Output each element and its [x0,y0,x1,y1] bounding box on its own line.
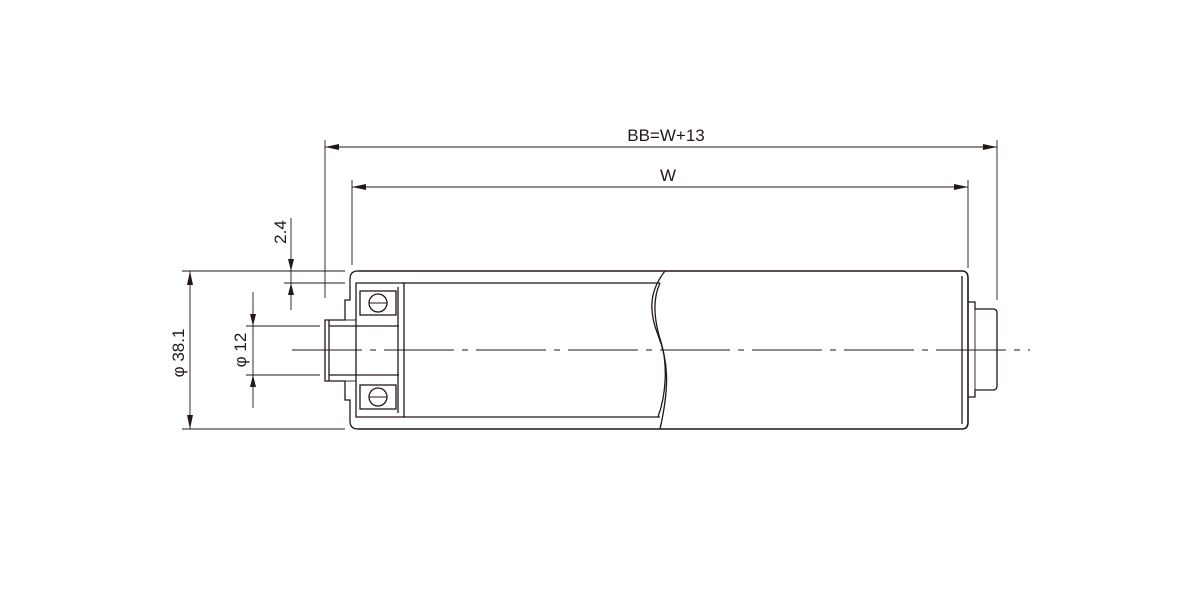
dimension-roller-width: W [352,166,968,190]
wall-thickness-label: 2.4 [271,220,290,244]
shaft-diameter-label: φ 12 [231,333,250,368]
dimension-outer-diameter: φ 38.1 [169,271,193,429]
outer-diameter-label: φ 38.1 [169,329,188,378]
overall-length-label: BB=W+13 [627,126,705,145]
dimension-overall-length: BB=W+13 [325,126,997,150]
extension-lines [182,140,998,430]
roller-tube [349,270,969,430]
dimension-shaft-diameter: φ 12 [231,292,256,408]
dimension-wall-thickness: 2.4 [271,218,294,310]
roller-width-label: W [660,166,676,185]
